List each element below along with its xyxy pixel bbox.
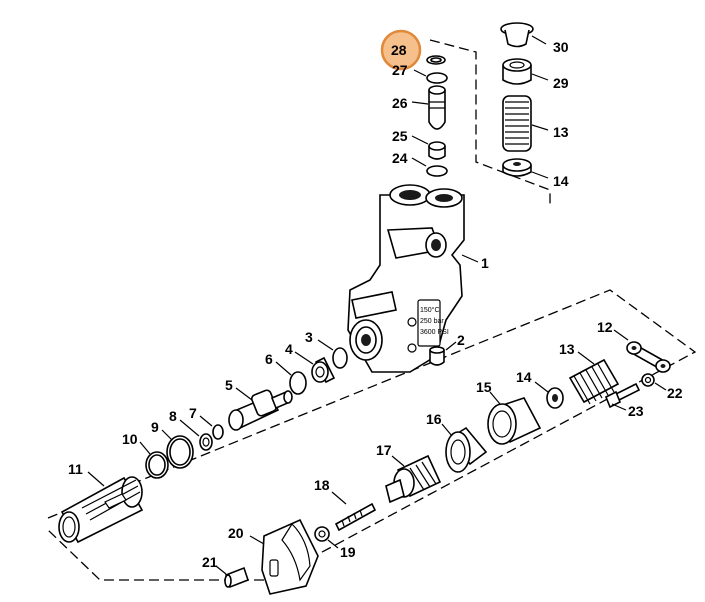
callout-13-top: 13 — [553, 124, 569, 140]
part-16-nut — [441, 423, 488, 473]
callout-2: 2 — [457, 332, 465, 348]
callout-13: 13 — [559, 341, 575, 357]
stamp-pressure-bar: 250 bar — [420, 318, 444, 325]
callout-21: 21 — [202, 554, 218, 570]
callout-15: 15 — [476, 379, 492, 395]
callout-30: 30 — [553, 39, 569, 55]
part-23-bolt — [604, 382, 641, 411]
callout-8: 8 — [169, 408, 177, 424]
callout-23: 23 — [628, 403, 644, 419]
part-29-nut — [502, 58, 549, 85]
part-20-knob — [249, 518, 319, 595]
part-14-seat — [534, 381, 564, 409]
part-9-oring — [161, 429, 194, 469]
part-22-nut — [641, 373, 667, 391]
part-30-cap — [500, 22, 547, 48]
callout-9: 9 — [151, 419, 159, 435]
part-27-oring — [413, 69, 448, 84]
callout-4: 4 — [285, 341, 293, 357]
callout-14-top: 14 — [553, 173, 569, 189]
part-7-washer — [199, 415, 224, 440]
part-6-oring — [275, 361, 307, 395]
callout-19: 19 — [340, 544, 356, 560]
callout-16: 16 — [426, 411, 442, 427]
dashed-assembly-lines — [47, 39, 697, 581]
callout-28: 28 — [391, 42, 407, 58]
stamp-temperature: 150°C — [420, 306, 440, 314]
part-5-valve-stem — [228, 387, 293, 431]
callout-22: 22 — [667, 385, 683, 401]
part-25-bushing — [411, 135, 446, 160]
part-18-pin — [331, 491, 377, 532]
part-14-seat-top — [502, 158, 549, 179]
part-8-washer — [179, 419, 213, 451]
part-10-ring — [139, 441, 169, 479]
callout-25: 25 — [392, 128, 408, 144]
part-19-nut — [314, 526, 339, 549]
callout-24: 24 — [392, 150, 408, 166]
part-15-nut — [487, 391, 542, 445]
callout-10: 10 — [122, 431, 138, 447]
callout-6: 6 — [265, 351, 273, 367]
callout-29: 29 — [553, 75, 569, 91]
part-17-fitting — [385, 454, 442, 504]
part-28-ring — [426, 55, 446, 65]
callout-18: 18 — [314, 477, 330, 493]
part-21-pin — [215, 565, 249, 589]
callout-1: 1 — [481, 255, 489, 271]
part-24-oring — [411, 157, 448, 177]
callout-17: 17 — [376, 442, 392, 458]
callout-26: 26 — [392, 95, 408, 111]
part-26-piston — [411, 85, 446, 130]
part-1-housing: 150°C 250 bar 3600 PSI — [347, 184, 479, 373]
callout-7: 7 — [189, 405, 197, 421]
part-11-lance-tube — [58, 471, 144, 544]
callout-5: 5 — [225, 377, 233, 393]
callout-27: 27 — [392, 62, 408, 78]
callout-14: 14 — [516, 369, 532, 385]
callout-labels: 28 27 26 25 24 30 29 13 14 1 2 3 4 6 5 7… — [68, 39, 683, 570]
callout-20: 20 — [228, 525, 244, 541]
part-13-spring — [568, 351, 620, 405]
callout-12: 12 — [597, 319, 613, 335]
part-12-link — [613, 329, 671, 373]
part-3-oring — [317, 339, 348, 369]
stamp-pressure-psi: 3600 PSI — [420, 329, 449, 336]
part-13-spring-top — [502, 95, 549, 152]
callout-11: 11 — [68, 461, 83, 477]
highlight-circle — [380, 29, 422, 71]
callout-3: 3 — [305, 329, 313, 345]
part-2-plug — [429, 341, 457, 366]
part-4-nut — [294, 351, 336, 384]
